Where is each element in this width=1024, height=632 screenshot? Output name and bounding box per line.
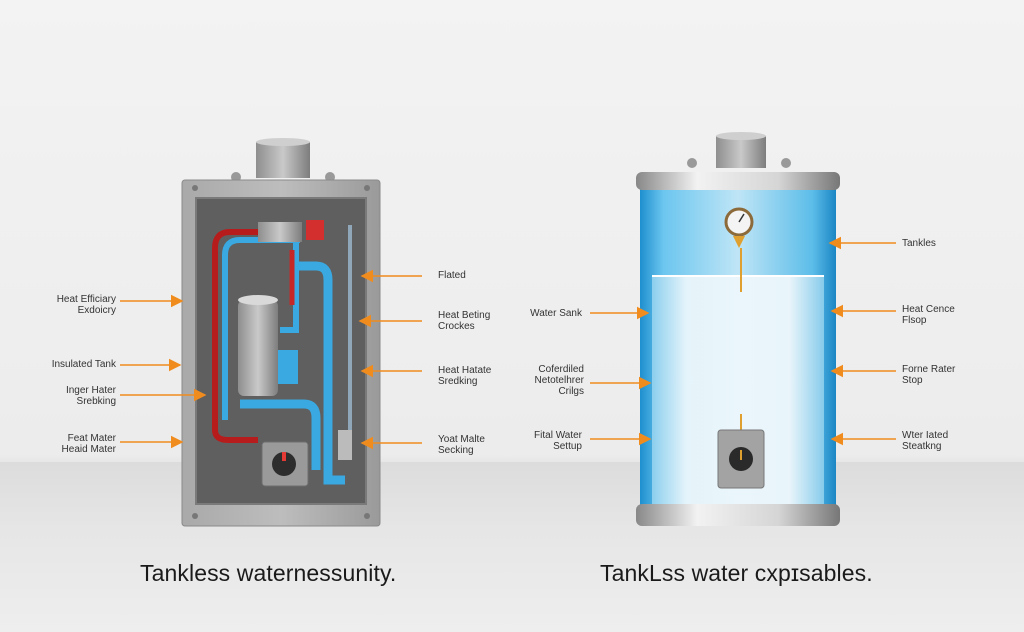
pump [278, 350, 298, 384]
cold-water-pipe [222, 237, 300, 420]
right-caption: TankLss water cxpɪsables. [600, 560, 873, 586]
label-feat-mater: Feat Mater Heaid Mater [61, 433, 116, 455]
label-yoat-malte: Yoat Malte Secking [438, 434, 485, 456]
tank-top-collar [716, 136, 766, 168]
label-wter-iated: Wter Iated Steatkng [902, 430, 949, 452]
label-fital-water: Fital Water Settup [534, 430, 582, 452]
tank-unit [636, 132, 840, 526]
label-coferdiled: Coferdiled Netotelhrer Crilgs [534, 364, 584, 397]
label-inger-hater: Inger Hater Srebking [65, 385, 116, 407]
control-knob [272, 452, 296, 476]
gas-valve-red [306, 220, 324, 240]
label-heat-efficiary: Heat Efficiary Exdoicry [56, 294, 116, 316]
flue-collar [256, 142, 310, 178]
label-tankles: Tankles [902, 238, 936, 249]
label-flated: Flated [438, 270, 466, 281]
heat-exchanger [238, 300, 278, 396]
label-heat-beting: Heat Beting Crockes [438, 310, 491, 332]
label-insulated-tank: Insulated Tank [51, 359, 116, 370]
tank-top-band [636, 172, 840, 190]
label-forne-rater: Forne Rater Stop [902, 364, 956, 386]
floor-background [0, 462, 1024, 632]
hot-water-pipe [212, 229, 300, 443]
label-heat-hatate: Heat Hatate Sredking [438, 365, 492, 387]
left-caption: Tankless waternessunity. [140, 560, 397, 586]
label-heat-cence: Heat Cence Flsop [902, 304, 955, 326]
label-water-sank: Water Sank [530, 308, 582, 319]
burner-manifold [258, 222, 302, 242]
tank-bottom-band [636, 504, 840, 526]
callout-arrows [120, 236, 896, 450]
tankless-unit [181, 138, 381, 527]
sensor [338, 430, 352, 460]
